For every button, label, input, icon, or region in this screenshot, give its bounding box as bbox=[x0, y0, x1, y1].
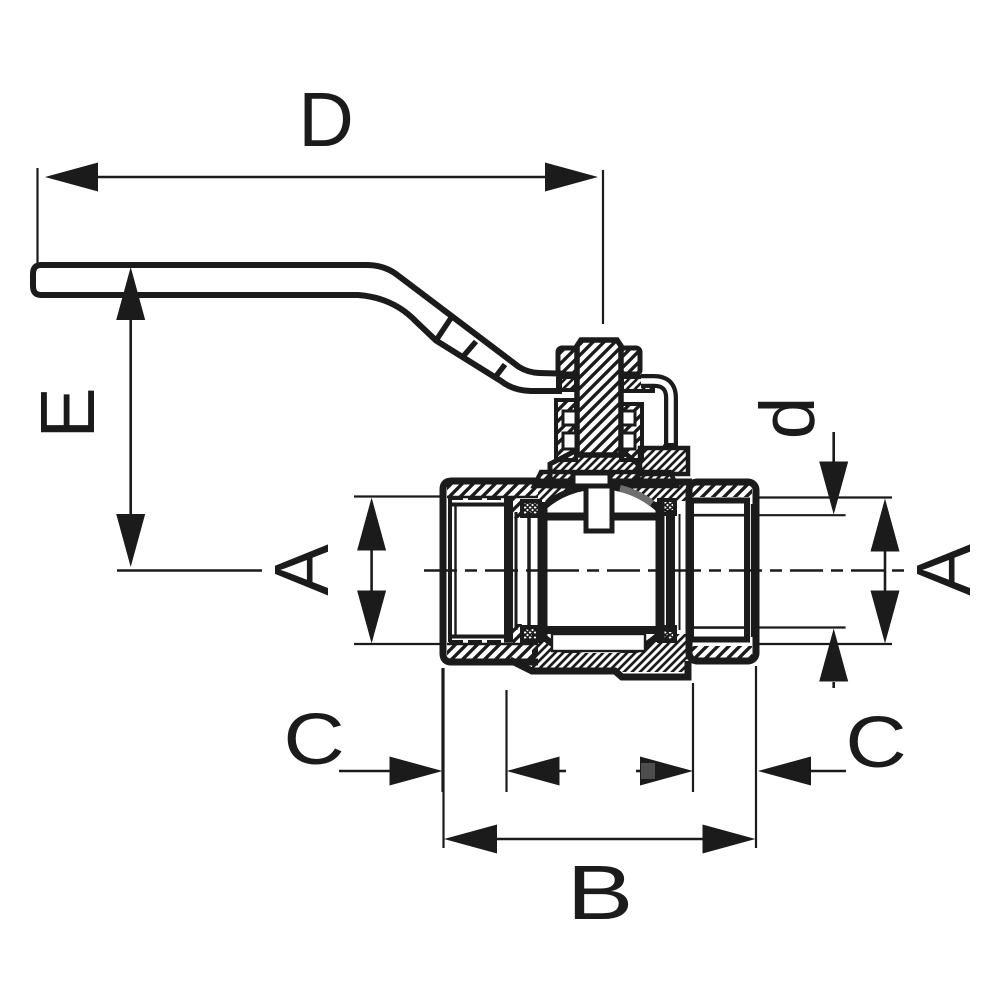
svg-text:d: d bbox=[745, 397, 831, 440]
svg-text:D: D bbox=[298, 77, 354, 163]
svg-text:A: A bbox=[901, 544, 987, 596]
svg-text:C: C bbox=[283, 699, 344, 779]
svg-text:A: A bbox=[259, 544, 345, 596]
svg-text:C: C bbox=[845, 702, 906, 782]
svg-text:E: E bbox=[25, 387, 111, 438]
svg-text:B: B bbox=[567, 849, 634, 935]
